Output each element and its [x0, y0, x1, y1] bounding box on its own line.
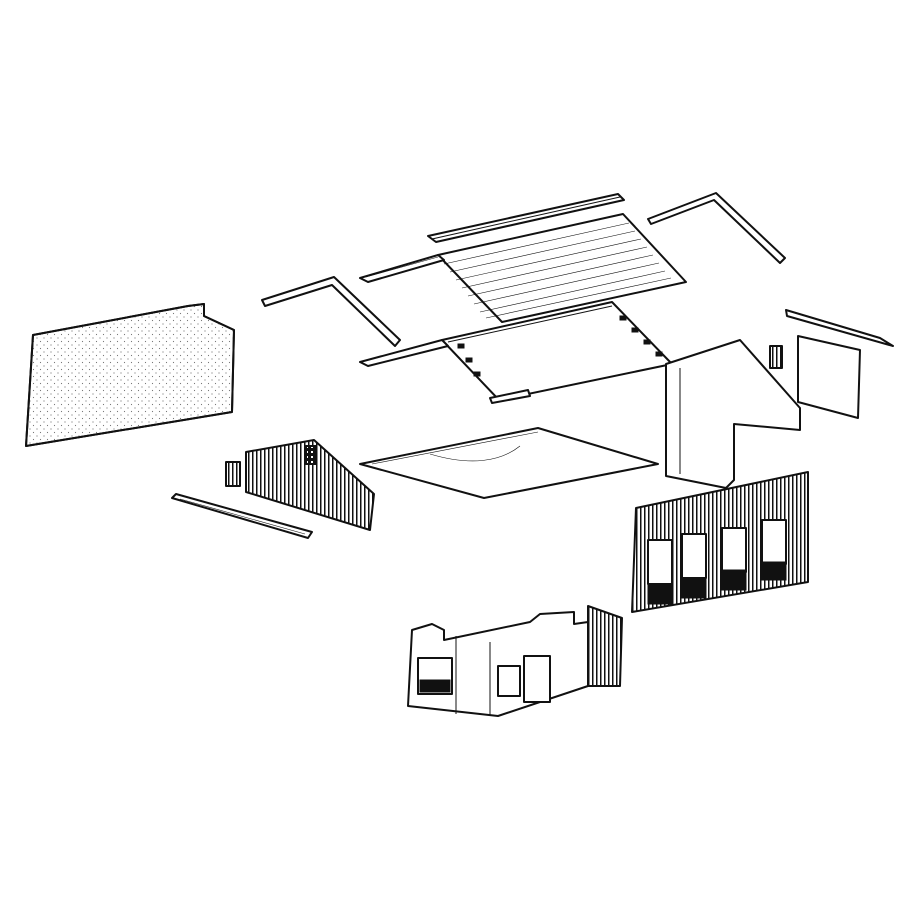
ribbed-roof-panel: [359, 213, 687, 323]
floor-base-plate: [359, 427, 659, 499]
ribbed-gable-end: [245, 439, 375, 531]
loose-door-panel: [797, 335, 861, 419]
storefront-facade: [631, 471, 809, 613]
right-gable-trim: [647, 192, 786, 264]
front-corner-wall: [407, 605, 623, 717]
sill-strip: [171, 493, 313, 539]
textured-back-panel: [25, 303, 235, 447]
interior-wall: [665, 339, 801, 489]
roof-ridge-cap: [427, 193, 625, 243]
right-roof-strip: [785, 309, 894, 347]
small-vent-right: [769, 345, 783, 369]
left-gable-trim: [261, 276, 401, 347]
small-vent-left: [225, 461, 241, 487]
ceiling-panel: [359, 301, 673, 404]
